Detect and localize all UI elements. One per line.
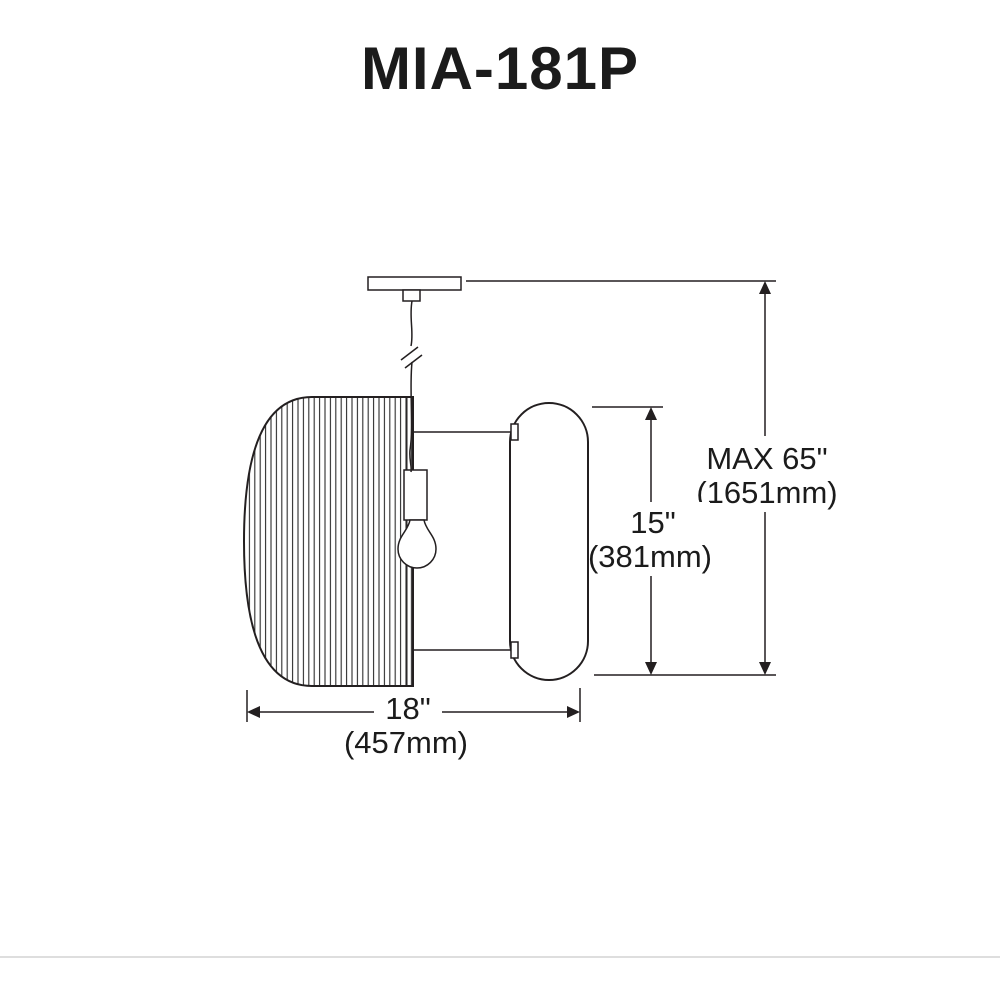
max-height-label: MAX 65" — [706, 441, 827, 476]
rod-tabs — [510, 423, 519, 659]
arrow-down-icon — [645, 662, 657, 675]
ceiling-canopy — [367, 276, 462, 302]
shade-width-mm-label: (457mm) — [344, 725, 468, 760]
drum-shade — [242, 396, 414, 687]
support-rods — [413, 431, 513, 651]
hanging-cord — [409, 300, 413, 473]
max-height-mm-label: (1651mm) — [696, 475, 837, 510]
dimension-labels: MAX 65" (1651mm) 15" (381mm) 18" (457mm) — [344, 436, 848, 760]
cord-break-icon — [400, 346, 423, 369]
shade-width-label: 18" — [385, 691, 431, 726]
bulb — [397, 519, 437, 569]
drum-ribs — [242, 396, 414, 687]
arrow-left-icon — [247, 706, 260, 718]
arrow-down-icon — [759, 662, 771, 675]
arrow-right-icon — [567, 706, 580, 718]
socket — [403, 469, 428, 521]
inner-diffuser — [509, 402, 589, 681]
arrow-up-icon — [759, 281, 771, 294]
shade-height-label: 15" — [630, 505, 676, 540]
footer-divider — [0, 956, 1000, 958]
pendant-fixture — [242, 276, 589, 687]
arrow-up-icon — [645, 407, 657, 420]
shade-height-mm-label: (381mm) — [588, 539, 712, 574]
dimension-shade-height — [592, 406, 663, 675]
product-code-title: MIA-181P — [360, 35, 640, 102]
